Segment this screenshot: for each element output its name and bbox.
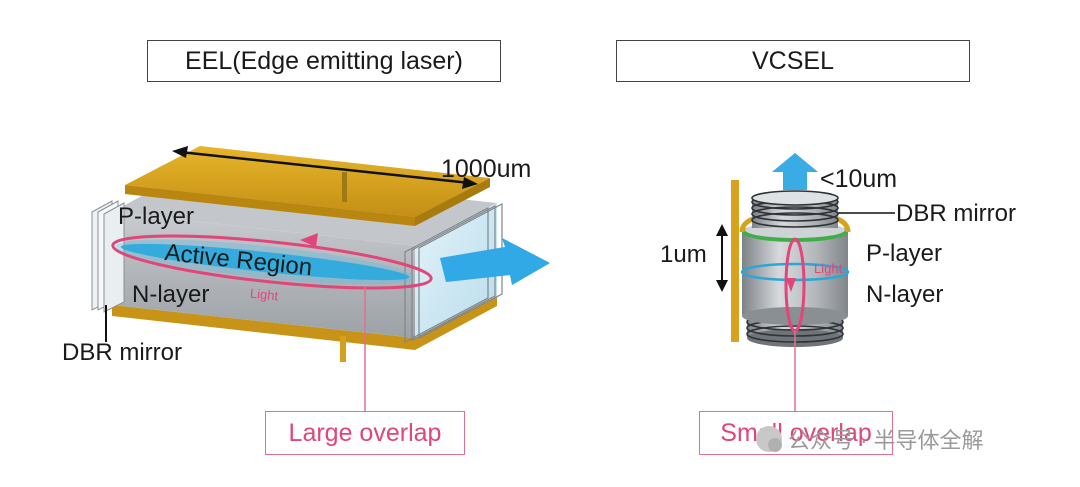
eel-device [91,146,550,411]
vcsel-overlap-label: Small overlap [699,411,893,455]
eel-light-loop [111,234,433,290]
eel-active-region [120,243,410,281]
vcsel-output-beam [772,153,818,190]
vcsel-left-post [731,180,739,342]
eel-output-beam [440,238,550,285]
eel-p-layer-label: P-layer [118,203,195,230]
eel-light-label: Light [249,285,279,304]
vcsel-thickness-label: 1um [660,241,707,268]
eel-left-dbr-plates [91,200,125,313]
eel-n-layer-label: N-layer [132,281,210,308]
watermark-text: 公众号 · 半导体全解 [788,428,984,453]
eel-body-front [112,212,415,338]
vcsel-title: VCSEL [616,40,970,82]
vcsel-device [716,153,895,411]
watermark: 公众号 · 半导体全解 [756,423,984,455]
vcsel-dbr-mirror-label: DBR mirror [896,200,1016,227]
eel-top-pin [342,172,347,202]
vcsel-p-layer-label: P-layer [866,240,943,267]
vcsel-body [742,232,848,316]
vcsel-light-label: Light [814,261,843,276]
eel-length-dimension [179,150,471,185]
vcsel-diameter-label: <10um [820,165,898,193]
eel-dbr-mirror-label: DBR mirror [62,339,182,366]
eel-bottom-pin [340,336,346,362]
eel-length-label: 1000um [441,155,532,183]
eel-overlap-label: Large overlap [265,411,465,455]
eel-top-electrode [125,146,490,217]
wechat-icon [756,426,782,452]
vcsel-n-layer-label: N-layer [866,281,944,308]
eel-title: EEL(Edge emitting laser) [147,40,501,82]
eel-bottom-electrode [112,296,497,350]
eel-right-dbr-plates [404,203,503,343]
